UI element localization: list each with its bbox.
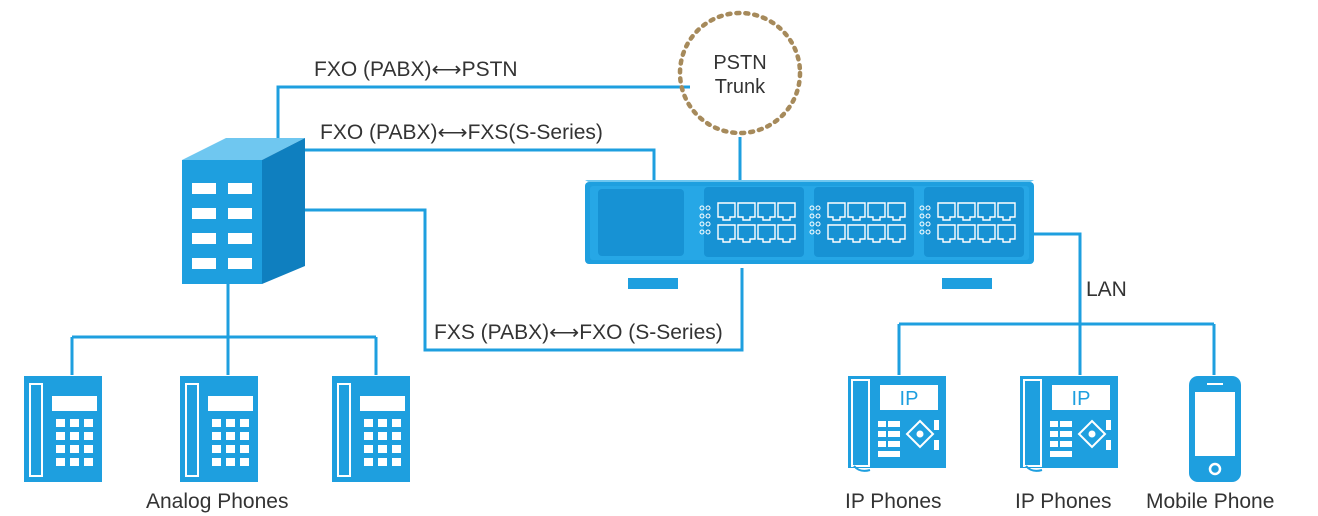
pstn-label-line1: PSTN (713, 52, 767, 74)
line-fxo-pstn (276, 85, 690, 143)
ethernet-port-icon (717, 224, 736, 243)
analog-phone-icon (24, 376, 102, 482)
status-led-icon (705, 213, 711, 219)
status-led-icon (919, 205, 925, 211)
ethernet-port-icon (777, 202, 796, 221)
status-led-icon (809, 205, 815, 211)
label-ip-phones-1: IP Phones (845, 490, 942, 513)
label-fxs-fxo: FXS (PABX)⟷FXO (S-Series) (434, 321, 723, 344)
status-led-icon (815, 221, 821, 227)
ethernet-port-icon (867, 202, 886, 221)
label-ip-phones-2: IP Phones (1015, 490, 1112, 513)
gateway-foot-left (628, 278, 678, 289)
ethernet-port-icon (847, 202, 866, 221)
connection-lines (70, 85, 1216, 375)
status-led-icon (705, 229, 711, 235)
ethernet-port-icon (937, 202, 956, 221)
status-led-icon (815, 213, 821, 219)
pstn-trunk-label: PSTN Trunk (700, 51, 780, 99)
status-led-icon (705, 221, 711, 227)
ethernet-port-icon (997, 202, 1016, 221)
ethernet-port-icon (757, 202, 776, 221)
ethernet-port-icon (717, 202, 736, 221)
status-led-icon (815, 205, 821, 211)
status-led-icon (699, 229, 705, 235)
pstn-label-line2: Trunk (714, 76, 766, 98)
label-analog-phones: Analog Phones (146, 490, 289, 513)
ethernet-port-icon (887, 202, 906, 221)
port-block-1 (704, 187, 804, 257)
line-fxs-fxo (305, 208, 744, 352)
label-mobile-phone: Mobile Phone (1146, 490, 1275, 513)
status-led-icon (699, 213, 705, 219)
line-analog-drops (70, 337, 378, 375)
status-led-icon (925, 229, 931, 235)
analog-phone-icon (180, 376, 258, 482)
status-led-icon (925, 213, 931, 219)
s-series-gateway-icon (585, 180, 1034, 289)
ethernet-port-icon (827, 224, 846, 243)
status-led-icon (809, 229, 815, 235)
status-led-icon (919, 213, 925, 219)
ethernet-port-icon (957, 224, 976, 243)
ethernet-port-icon (827, 202, 846, 221)
label-fxo-pstn: FXO (PABX)⟷PSTN (314, 58, 518, 81)
mobile-phone-icon (1189, 376, 1241, 482)
ethernet-port-icon (737, 202, 756, 221)
ethernet-port-icon (957, 202, 976, 221)
ethernet-port-icon (977, 224, 996, 243)
ip-phone-icon: IP (848, 376, 946, 472)
status-led-icon (919, 221, 925, 227)
gateway-foot-right (942, 278, 992, 289)
pabx-cabinet-icon (182, 138, 305, 284)
status-led-icon (699, 221, 705, 227)
ethernet-port-icon (937, 224, 956, 243)
ethernet-port-icon (777, 224, 796, 243)
label-fxo-fxs: FXO (PABX)⟷FXS(S-Series) (320, 121, 603, 144)
ethernet-port-icon (737, 224, 756, 243)
ethernet-port-icon (977, 202, 996, 221)
ethernet-port-icon (887, 224, 906, 243)
pstn-trunk-icon (677, 10, 803, 136)
ip-phone-icon: IP (1020, 376, 1118, 472)
line-lan (1022, 232, 1082, 324)
ethernet-port-icon (757, 224, 776, 243)
label-lan: LAN (1086, 278, 1127, 301)
ethernet-port-icon (997, 224, 1016, 243)
status-led-icon (815, 229, 821, 235)
port-block-2 (814, 187, 914, 257)
status-led-icon (919, 229, 925, 235)
ip-screen-label: IP (900, 388, 919, 410)
status-led-icon (809, 221, 815, 227)
status-led-icon (699, 205, 705, 211)
port-block-3 (924, 187, 1024, 257)
line-fxo-fxs (305, 148, 656, 180)
line-lan-drops (897, 324, 1216, 375)
analog-phone-icon (332, 376, 410, 482)
status-led-icon (925, 221, 931, 227)
ethernet-port-icon (867, 224, 886, 243)
status-led-icon (705, 205, 711, 211)
ip-screen-label: IP (1072, 388, 1091, 410)
status-led-icon (925, 205, 931, 211)
status-led-icon (809, 213, 815, 219)
ethernet-port-icon (847, 224, 866, 243)
